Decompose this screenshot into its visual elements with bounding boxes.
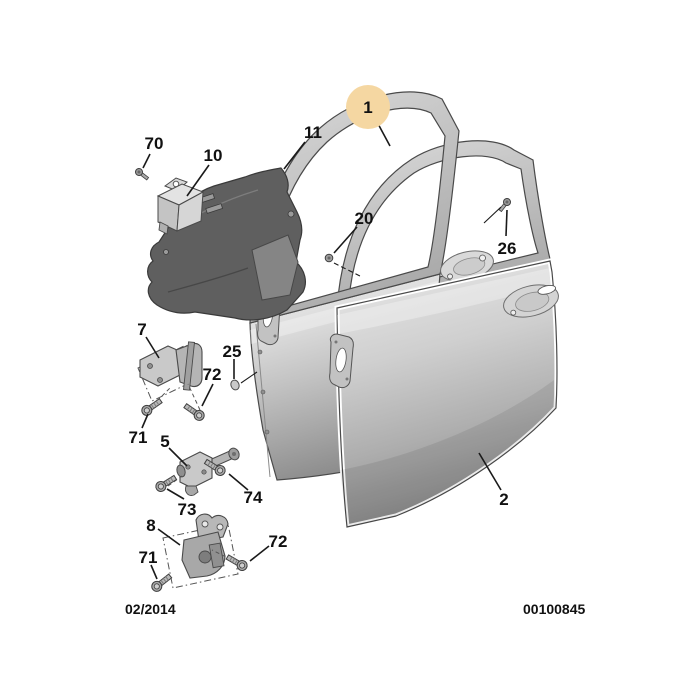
door-check-strap-5 <box>167 447 240 496</box>
leader-26 <box>505 209 508 237</box>
drawing-number: 00100845 <box>523 601 586 617</box>
callout-70: 70 <box>145 134 164 153</box>
bolt-73 <box>153 472 179 494</box>
date-code: 02/2014 <box>125 601 176 617</box>
door-1-edge-hole <box>260 389 266 395</box>
callout-20: 20 <box>355 209 374 228</box>
callout-71-lower: 71 <box>139 548 158 567</box>
door-1-edge-hole <box>257 349 263 355</box>
leader-70 <box>142 153 151 169</box>
callout-72-lower: 72 <box>269 532 288 551</box>
callout-7: 7 <box>137 320 146 339</box>
door-1-edge-hole <box>264 429 270 435</box>
leader-73 <box>166 488 185 500</box>
leader-72-lower <box>249 545 270 562</box>
grommet-25 <box>230 379 240 391</box>
door-2-body-outline <box>336 260 558 528</box>
door-2-handle-recess <box>503 284 559 318</box>
panel-ridge <box>167 267 249 293</box>
callout-72-upper: 72 <box>203 365 222 384</box>
callout-25: 25 <box>223 342 242 361</box>
panel-slot <box>205 203 224 214</box>
door-1-front-edge-line <box>255 323 271 478</box>
leader-2 <box>478 452 502 491</box>
leader-25-to-door <box>240 371 258 384</box>
lower-hinge-8 <box>162 513 239 589</box>
leader-5 <box>168 447 188 467</box>
screw-70 <box>133 166 151 183</box>
callout-labels: 1 2 5 7 8 10 11 20 25 26 70 71 71 72 72 … <box>129 98 517 567</box>
callout-8: 8 <box>146 516 155 535</box>
door-1-handle-recess <box>440 250 494 282</box>
upper-hinge-7 <box>137 341 203 411</box>
panel-raised-patch <box>251 234 299 301</box>
bolt-71-upper <box>139 396 165 418</box>
screw-26 <box>496 196 513 214</box>
door-2-sheen <box>337 268 551 334</box>
leader-7 <box>145 336 160 359</box>
leader-72-upper <box>201 383 214 407</box>
leader-8 <box>157 528 181 546</box>
clip-pin-20 <box>324 253 334 263</box>
leader-74 <box>228 473 249 491</box>
callout-26: 26 <box>498 239 517 258</box>
callout-2: 2 <box>499 490 508 509</box>
panel-hole <box>163 249 169 255</box>
door-2-lower-shadow <box>340 380 556 527</box>
panel-hole <box>287 210 295 218</box>
callout-5: 5 <box>160 432 169 451</box>
leader-11 <box>283 141 306 170</box>
leader-26-to-door <box>483 206 502 224</box>
leader-lines <box>141 119 508 580</box>
callout-74: 74 <box>244 488 263 507</box>
highlight-circle <box>346 85 390 129</box>
callout-71-upper: 71 <box>129 428 148 447</box>
leader-20-dashed <box>333 262 361 277</box>
callout-10: 10 <box>204 146 223 165</box>
leader-71-lower <box>150 564 158 580</box>
callout-73: 73 <box>178 500 197 519</box>
leader-20 <box>333 226 358 254</box>
door-panel-2 <box>329 257 560 531</box>
callout-11: 11 <box>304 123 322 142</box>
door-2-window-frame <box>336 140 552 309</box>
callout-1: 1 <box>363 98 372 117</box>
leader-71-upper <box>141 413 149 429</box>
leader-10 <box>186 164 210 197</box>
door-2-hinge-pillar-plate <box>329 333 354 389</box>
bolt-71-lower <box>149 571 174 594</box>
